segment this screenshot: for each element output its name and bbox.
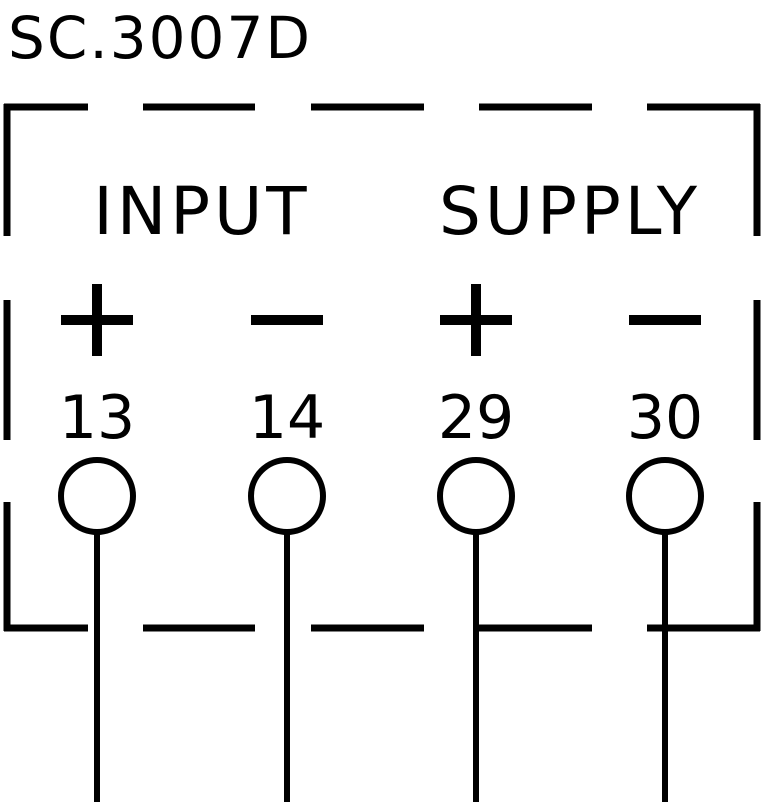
dashed-enclosure [3, 103, 761, 632]
terminal-30: 30 [626, 315, 704, 802]
terminal-14: 14 [248, 315, 326, 802]
plus-sign [61, 284, 133, 356]
terminal-number: 13 [59, 383, 135, 453]
terminal-number: 30 [627, 383, 703, 453]
terminal-number: 14 [249, 383, 325, 453]
terminal-circle [626, 457, 704, 535]
plus-sign [440, 284, 512, 356]
terminal-circle [437, 457, 515, 535]
terminal-29: 29 [437, 284, 515, 802]
section-label-input: INPUT [93, 173, 310, 250]
terminal-circle [58, 457, 136, 535]
terminal-circle [248, 457, 326, 535]
terminal-number: 29 [438, 383, 514, 453]
model-title: SC.3007D [8, 4, 312, 72]
terminal-13: 13 [58, 284, 136, 802]
section-label-supply: SUPPLY [439, 173, 701, 250]
